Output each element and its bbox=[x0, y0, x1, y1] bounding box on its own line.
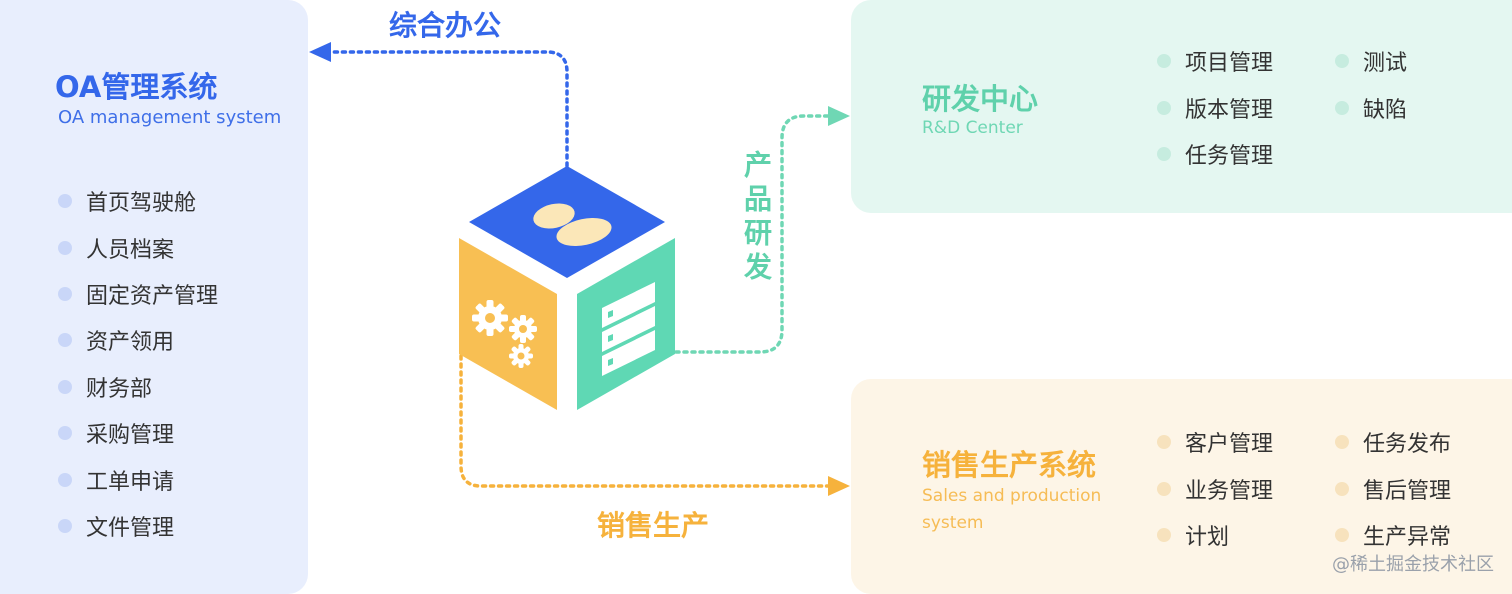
bullet-dot bbox=[1157, 147, 1171, 162]
rd-subtitle: R&D Center bbox=[922, 118, 1023, 138]
oa-module-list: 首页驾驶舱 人员档案 固定资产管理 资产领用 财务部 采购管理 工单申请 文件管… bbox=[58, 178, 218, 549]
sales-title: 销售生产系统 bbox=[922, 448, 1097, 482]
bullet-dot bbox=[1157, 435, 1171, 450]
list-item: 任务管理 bbox=[1157, 131, 1335, 178]
bullet-dot bbox=[1335, 528, 1349, 543]
bullet-dot bbox=[58, 472, 72, 487]
flow-label-rd: 产品研发 bbox=[740, 150, 773, 286]
oa-subtitle: OA management system bbox=[58, 107, 282, 128]
gears-icon bbox=[472, 300, 537, 368]
list-item: 资产领用 bbox=[58, 317, 218, 363]
rd-module-list: 项目管理 测试 版本管理 缺陷 任务管理 bbox=[1157, 38, 1475, 178]
rd-center-panel: 研发中心 R&D Center 项目管理 测试 版本管理 缺陷 任务管理 bbox=[851, 0, 1512, 213]
bullet-dot bbox=[58, 240, 72, 255]
list-item: 计划 bbox=[1157, 512, 1335, 559]
bullet-dot bbox=[1157, 481, 1171, 496]
list-item: 缺陷 bbox=[1335, 85, 1475, 132]
rd-arrow-head bbox=[828, 106, 850, 126]
bullet-dot bbox=[1335, 481, 1349, 496]
oa-title: OA管理系统 bbox=[55, 70, 218, 104]
list-item: 人员档案 bbox=[58, 224, 218, 270]
oa-connector-line bbox=[328, 50, 569, 168]
list-item: 财务部 bbox=[58, 364, 218, 410]
list-item: 售后管理 bbox=[1335, 466, 1475, 513]
server-icon bbox=[602, 282, 655, 376]
list-item: 首页驾驶舱 bbox=[58, 178, 218, 224]
bullet-dot bbox=[58, 194, 72, 209]
cube-left-face bbox=[459, 238, 557, 410]
sales-production-panel: 销售生产系统 Sales and production system 客户管理 … bbox=[851, 379, 1512, 594]
bullet-dot bbox=[1335, 100, 1349, 115]
list-item: 工单申请 bbox=[58, 456, 218, 502]
bullet-dot bbox=[1335, 54, 1349, 69]
list-item: 测试 bbox=[1335, 38, 1475, 85]
sales-module-list: 客户管理 任务发布 业务管理 售后管理 计划 生产异常 bbox=[1157, 419, 1475, 559]
watermark: @稀土掘金技术社区 bbox=[1332, 554, 1494, 575]
list-item: 采购管理 bbox=[58, 410, 218, 456]
bullet-dot bbox=[58, 333, 72, 348]
people-icon bbox=[533, 203, 612, 246]
bullet-dot bbox=[58, 286, 72, 301]
rd-title: 研发中心 bbox=[922, 82, 1039, 116]
list-item: 任务发布 bbox=[1335, 419, 1475, 466]
list-item: 生产异常 bbox=[1335, 512, 1475, 559]
sales-subtitle: Sales and production system bbox=[922, 486, 1102, 533]
system-cube bbox=[459, 166, 675, 410]
bullet-dot bbox=[1157, 528, 1171, 543]
list-item: 业务管理 bbox=[1157, 466, 1335, 513]
bullet-dot bbox=[58, 518, 72, 533]
bullet-dot bbox=[1157, 54, 1171, 69]
bullet-dot bbox=[58, 426, 72, 441]
list-item: 版本管理 bbox=[1157, 85, 1335, 132]
bullet-dot bbox=[58, 379, 72, 394]
flow-label-sales: 销售生产 bbox=[597, 509, 710, 542]
list-item: 项目管理 bbox=[1157, 38, 1335, 85]
bullet-dot bbox=[1157, 100, 1171, 115]
list-item: 文件管理 bbox=[58, 503, 218, 549]
list-item: 固定资产管理 bbox=[58, 271, 218, 317]
sales-arrow-head bbox=[828, 476, 850, 496]
rd-connector-line bbox=[674, 114, 830, 354]
list-item: 客户管理 bbox=[1157, 419, 1335, 466]
oa-system-panel: OA管理系统 OA management system 首页驾驶舱 人员档案 固… bbox=[0, 0, 308, 594]
oa-arrow-head bbox=[309, 42, 331, 62]
flow-label-oa: 综合办公 bbox=[389, 9, 502, 42]
bullet-dot bbox=[1335, 435, 1349, 450]
